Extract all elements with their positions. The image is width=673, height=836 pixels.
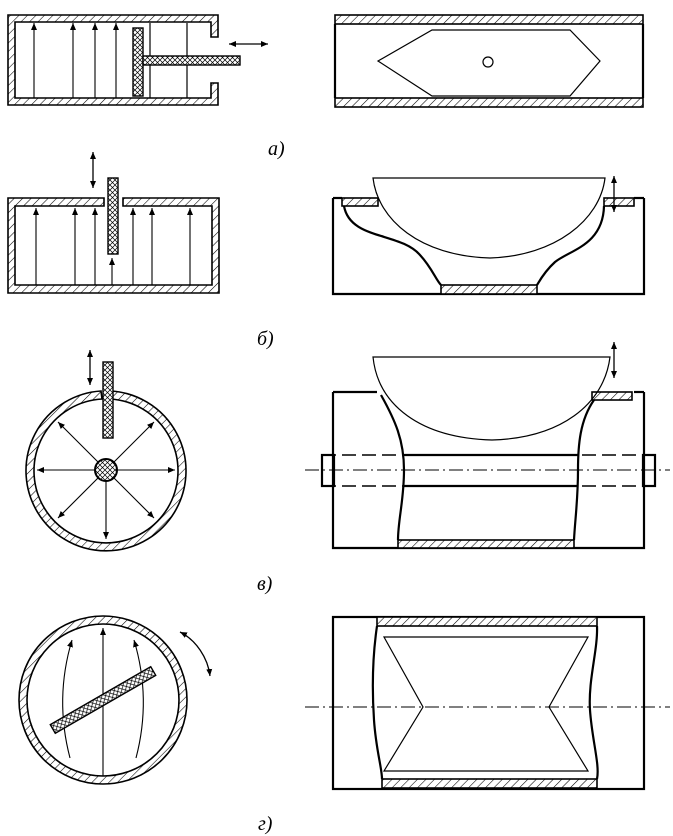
row-v-right-cylindrical-chamber xyxy=(305,342,670,550)
row-b-left-vane-chamber xyxy=(7,152,220,294)
label-b: б) xyxy=(257,328,274,350)
row-b-right-bowl-chamber xyxy=(331,176,646,296)
row-v-left-circular-chamber xyxy=(25,350,187,552)
label-a: а) xyxy=(268,138,285,160)
label-v: в) xyxy=(257,573,273,595)
label-g: г) xyxy=(258,813,273,835)
row-g-right-chamber xyxy=(305,615,670,791)
row-a-right-channel xyxy=(333,14,645,108)
row-g-left-rotating-chamber xyxy=(18,615,213,785)
row-a-left-vane-chamber xyxy=(7,14,268,106)
